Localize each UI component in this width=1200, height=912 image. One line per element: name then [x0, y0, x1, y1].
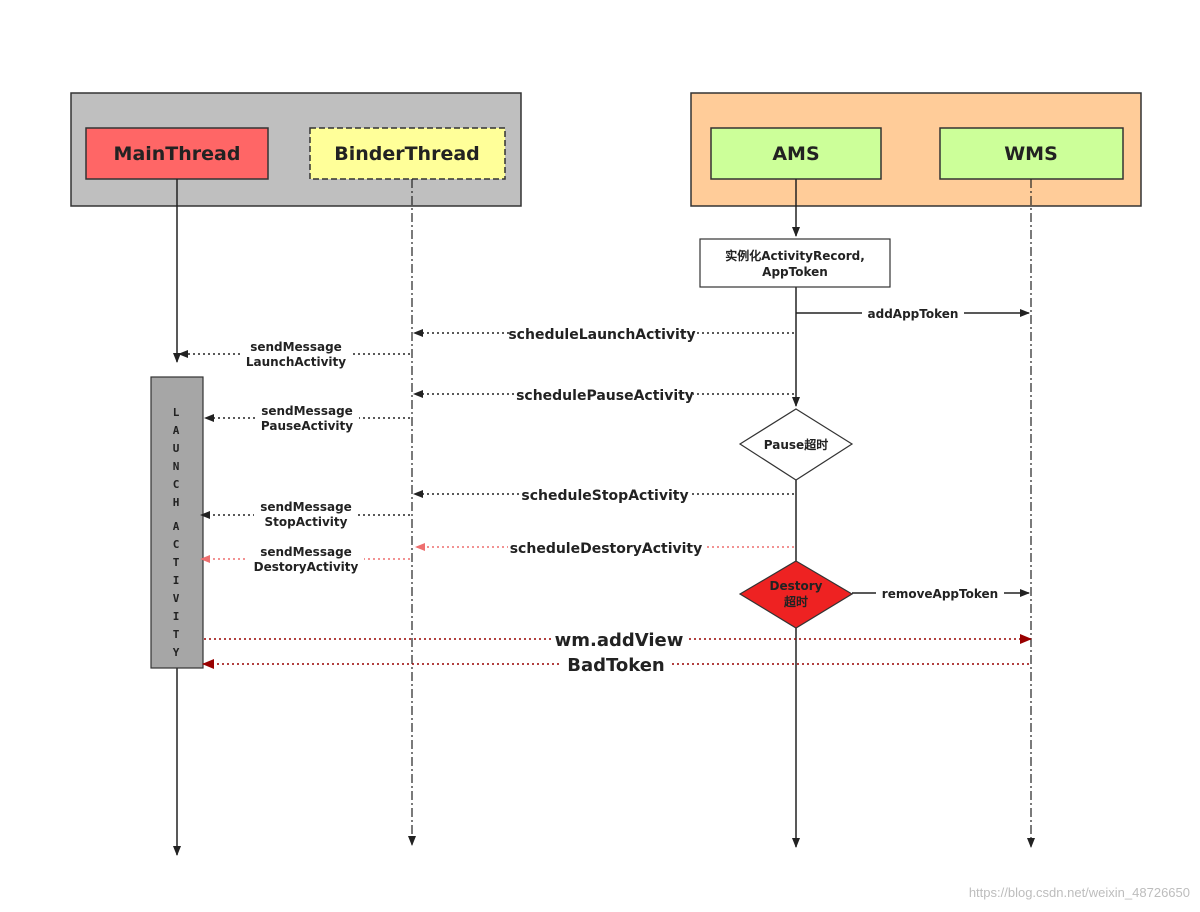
remove-app-token-label: removeAppToken	[882, 587, 998, 601]
pause-timeout-diamond	[738, 408, 854, 481]
destroy-timeout-line2: 超时	[783, 594, 808, 609]
wm-add-view-label: wm.addView	[555, 630, 684, 651]
svg-text:I: I	[173, 574, 180, 587]
send-pause-line1: sendMessage	[261, 404, 353, 418]
main-thread-box	[85, 127, 269, 180]
main-thread-label: MainThread	[114, 143, 241, 165]
svg-text:N: N	[173, 460, 180, 473]
svg-text:I: I	[173, 610, 180, 623]
svg-text:C: C	[173, 478, 180, 491]
send-launch-line1: sendMessage	[250, 340, 342, 354]
ams-box	[710, 127, 882, 180]
activity-record-line2: AppToken	[762, 265, 828, 279]
svg-text:Y: Y	[173, 646, 180, 659]
add-app-token-label: addAppToken	[868, 307, 959, 321]
svg-text:C: C	[173, 538, 180, 551]
destroy-timeout-line1: Destory	[770, 579, 823, 593]
svg-text:A: A	[173, 424, 180, 437]
schedule-destroy-label: scheduleDestoryActivity	[510, 541, 703, 557]
bad-token-label: BadToken	[567, 655, 665, 676]
svg-text:T: T	[173, 628, 180, 641]
launch-activity-vertical-text: L A U N C H A C T I V I T Y	[173, 406, 180, 659]
svg-text:A: A	[173, 520, 180, 533]
svg-text:V: V	[173, 592, 180, 605]
schedule-stop-label: scheduleStopActivity	[521, 488, 688, 504]
launch-activity-bar	[150, 376, 204, 669]
activity-record-box	[699, 238, 891, 288]
ams-label: AMS	[772, 143, 819, 165]
svg-text:U: U	[173, 442, 180, 455]
pause-timeout-label: Pause超时	[764, 437, 828, 452]
watermark-text: https://blog.csdn.net/weixin_48726650	[969, 885, 1190, 900]
svg-text:T: T	[173, 556, 180, 569]
schedule-launch-label: scheduleLaunchActivity	[508, 327, 695, 343]
svg-text:L: L	[173, 406, 180, 419]
schedule-pause-label: schedulePauseActivity	[516, 388, 694, 404]
activity-record-line1: 实例化ActivityRecord,	[725, 248, 865, 263]
binder-thread-label: BinderThread	[334, 143, 480, 165]
send-pause-line2: PauseActivity	[261, 419, 353, 433]
send-destroy-line1: sendMessage	[260, 545, 352, 559]
send-destroy-line2: DestoryActivity	[254, 560, 359, 574]
svg-text:H: H	[173, 496, 180, 509]
send-stop-line2: StopActivity	[265, 515, 348, 529]
wms-box	[939, 127, 1124, 180]
wms-label: WMS	[1004, 143, 1058, 165]
send-stop-line1: sendMessage	[260, 500, 352, 514]
send-launch-line2: LaunchActivity	[246, 355, 346, 369]
destroy-timeout-diamond	[738, 560, 854, 629]
binder-thread-box	[309, 127, 506, 180]
